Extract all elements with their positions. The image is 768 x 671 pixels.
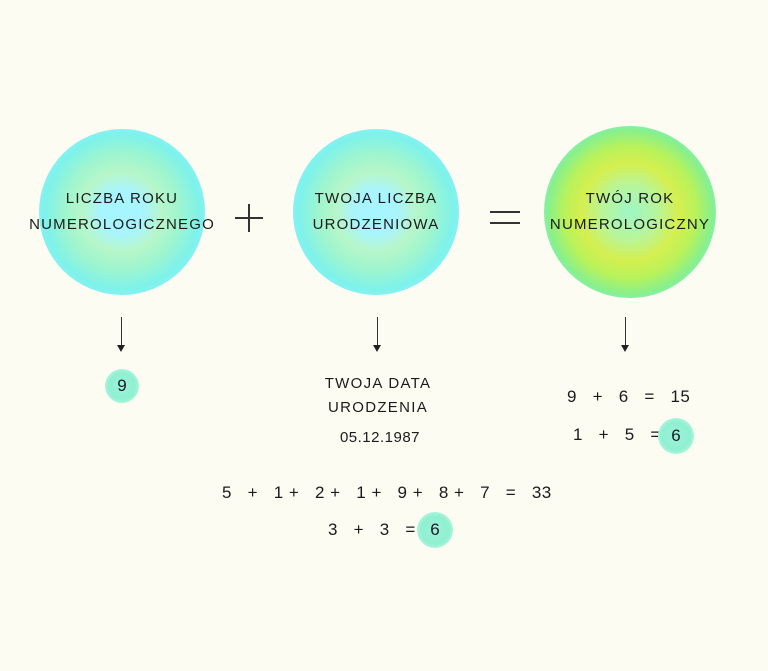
- birth-date-value: 05.12.1987: [339, 429, 421, 446]
- arrow-down-icon: [117, 317, 126, 352]
- arrow-down-icon: [621, 317, 630, 352]
- birth-number-circle: TWOJA LICZBA URODZENIOWA: [293, 129, 459, 295]
- plus-operator-icon: [235, 204, 263, 232]
- personal-year-result-badge: 6: [658, 418, 694, 454]
- personal-year-sum-line: 9 + 6 = 15: [567, 387, 691, 406]
- arrow-down-icon: [373, 317, 382, 352]
- birth-number-label: TWOJA LICZBA URODZENIOWA: [312, 190, 440, 233]
- birth-sum-line: 5 + 1 + 2 + 1 + 9 + 8 + 7 = 33: [222, 483, 552, 502]
- birth-reduce-line: 3 + 3 =: [328, 520, 416, 539]
- equals-operator-icon: [490, 204, 520, 232]
- birth-number-result-badge: 6: [417, 512, 453, 548]
- personal-year-reduce-line: 1 + 5 =: [573, 425, 661, 444]
- personal-year-label: TWÓJ ROK NUMEROLOGICZNY: [549, 190, 711, 233]
- personal-year-circle: TWÓJ ROK NUMEROLOGICZNY: [544, 126, 716, 298]
- birth-date-label: TWOJA DATA URODZENIA: [324, 375, 432, 416]
- year-value-badge: 9: [105, 369, 139, 403]
- year-number-circle: LICZBA ROKU NUMEROLOGICZNEGO: [29, 129, 214, 295]
- year-number-label: LICZBA ROKU NUMEROLOGICZNEGO: [29, 190, 215, 233]
